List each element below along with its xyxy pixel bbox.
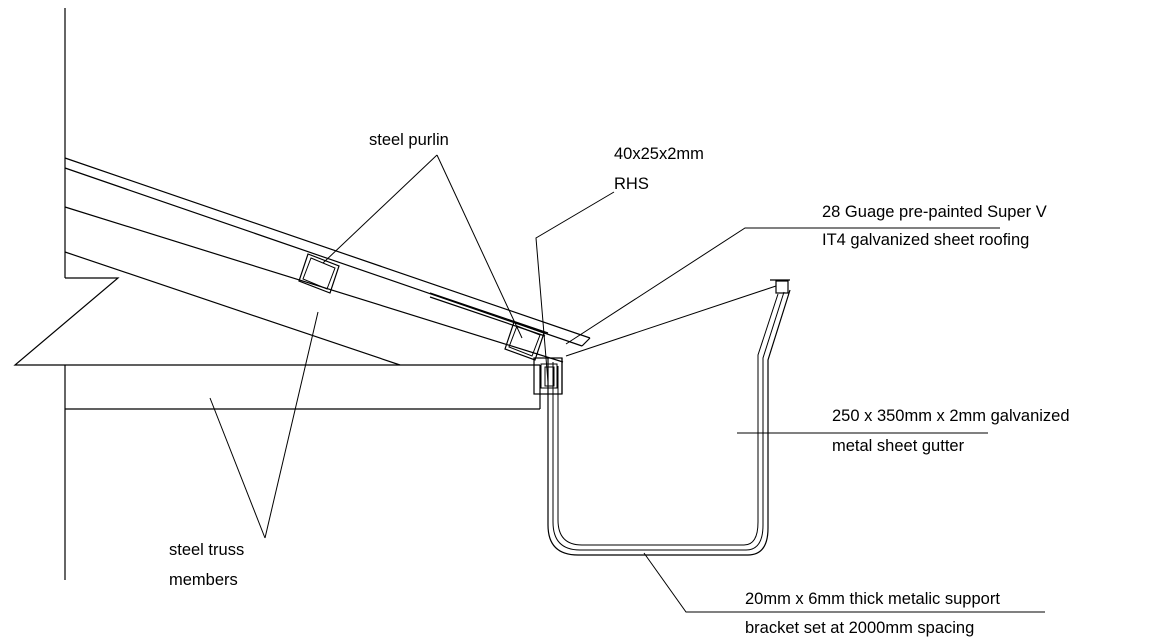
label-bracket-line1: 20mm x 6mm thick metalic support [745,590,1000,608]
label-steel-purlin: steel purlin [369,131,449,149]
steel-purlin-1 [298,253,340,294]
label-gutter-line1: 250 x 350mm x 2mm galvanized [832,407,1070,425]
label-roofing-line1: 28 Guage pre-painted Super V [822,203,1047,221]
label-rhs: RHS [614,175,649,193]
roof-sheeting [64,157,591,347]
label-bracket-line2: bracket set at 2000mm spacing [745,619,974,637]
truss-top-chord [64,206,564,366]
label-truss-line1: steel truss [169,541,244,559]
steel-purlin-2 [504,321,545,361]
label-roofing-line2: IT4 galvanized sheet roofing [822,231,1029,249]
annotation-labels: steel purlin 40x25x2mm RHS 28 Guage pre-… [169,131,1070,637]
label-rhs-size: 40x25x2mm [614,145,704,163]
label-truss-line2: members [169,571,238,589]
truss-bottom-chord [65,364,541,410]
leader-lines [209,154,1045,613]
break-line [13,277,120,366]
gutter [547,279,791,556]
label-gutter-line2: metal sheet gutter [832,437,965,455]
